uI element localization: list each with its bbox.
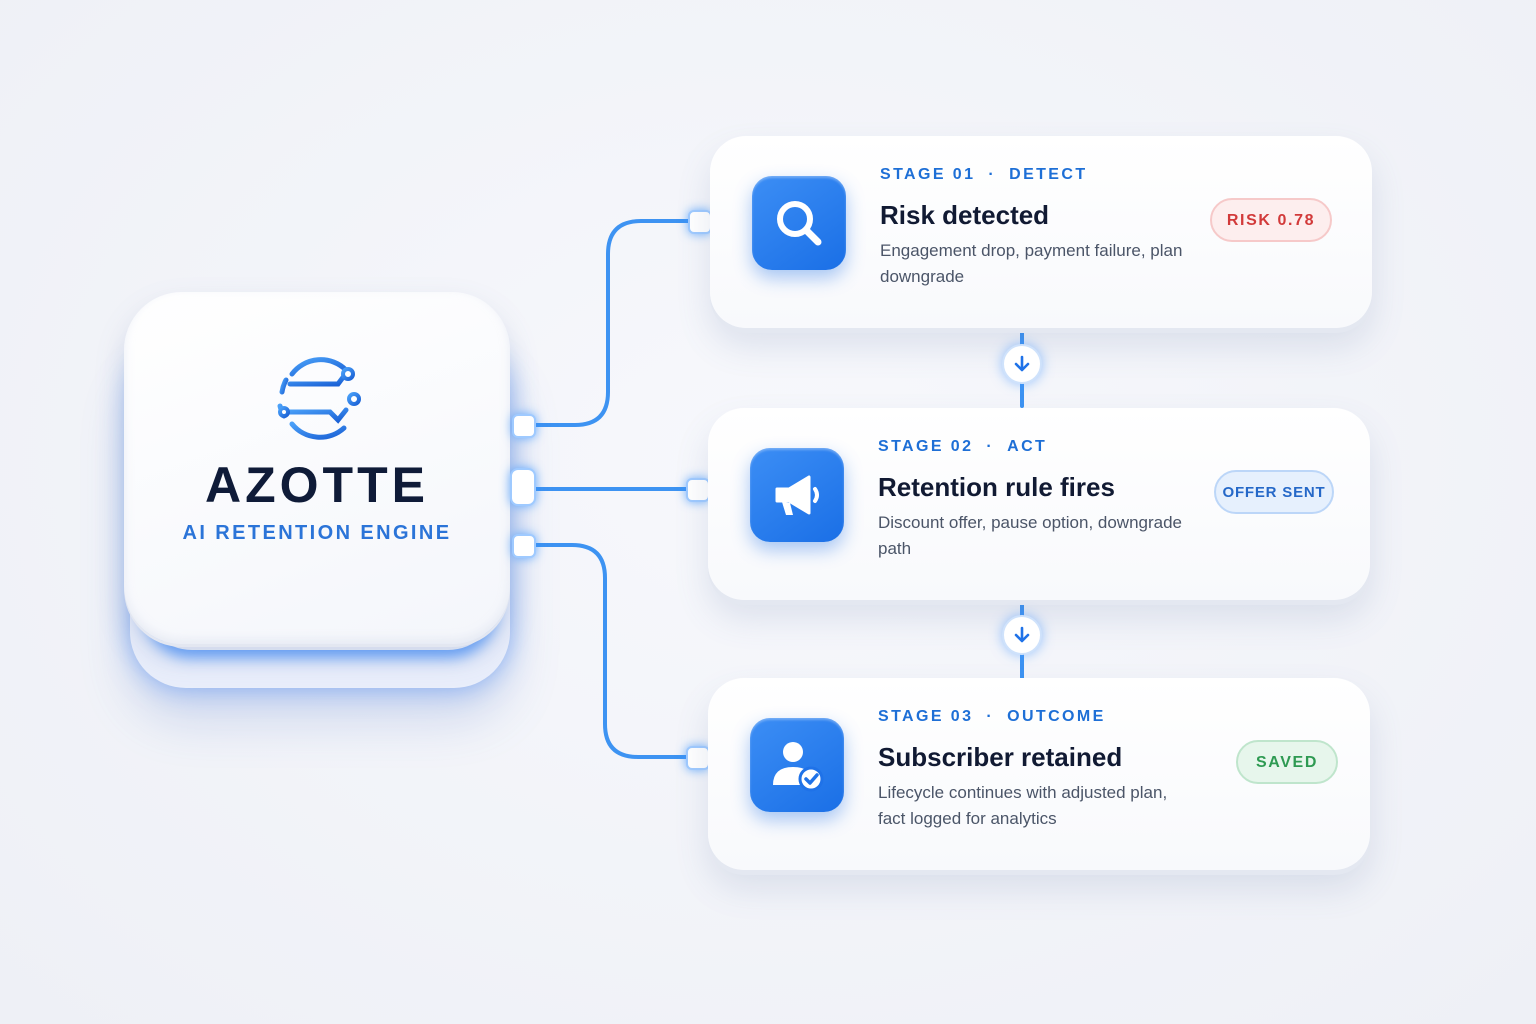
brand-tagline: AI RETENTION ENGINE xyxy=(182,522,452,544)
stage-01-port xyxy=(688,210,712,234)
stage-card-act[interactable]: STAGE 02 · ACT Retention rule fires Discou… xyxy=(708,408,1370,600)
stage-phase: DETECT xyxy=(1009,166,1088,183)
stage-title: Subscriber retained xyxy=(878,742,1123,772)
flow-connector-1 xyxy=(1002,344,1042,384)
stage-number: STAGE 01 xyxy=(880,166,976,183)
stage-separator: · xyxy=(986,708,995,725)
stage-title: Risk detected xyxy=(880,200,1050,230)
user-check-icon xyxy=(773,742,824,792)
stage-label: STAGE 03 · OUTCOME xyxy=(878,708,1106,726)
megaphone-icon xyxy=(775,475,819,515)
globe-circuit-icon xyxy=(277,357,361,440)
arrow-down-icon xyxy=(1014,626,1030,643)
flow-connector-2 xyxy=(1002,615,1042,655)
offer-sent-badge: OFFER SENT xyxy=(1214,470,1334,514)
stage-icon-tile xyxy=(750,718,844,812)
stage-card-outcome[interactable]: STAGE 03 · OUTCOME Subscriber retained Lif… xyxy=(708,678,1370,870)
brand-name: AZOTTE xyxy=(205,457,429,513)
stage-description: Discount offer, pause option, downgrade … xyxy=(878,513,1183,558)
wire-to-stage-03 xyxy=(530,543,702,759)
stage-description: Engagement drop, payment failure, plan d… xyxy=(880,241,1183,286)
stage-separator: · xyxy=(988,166,997,183)
stage-title: Retention rule fires xyxy=(878,472,1115,502)
stage-phase: OUTCOME xyxy=(1007,708,1106,725)
retention-engine-card[interactable]: AZOTTE AI RETENTION ENGINE xyxy=(124,292,510,644)
stage-03-port xyxy=(686,746,710,770)
stage-02-port xyxy=(686,478,710,502)
stage-label: STAGE 01 · DETECT xyxy=(880,166,1088,184)
stage-card-detect[interactable]: STAGE 01 · DETECT Risk detected Engagement… xyxy=(710,136,1372,328)
stage-phase: ACT xyxy=(1007,438,1048,455)
engine-port-bottom xyxy=(512,534,536,558)
engine-port-top xyxy=(512,414,536,438)
stage-icon-tile xyxy=(750,448,844,542)
engine-port-middle xyxy=(510,468,536,506)
stage-icon-tile xyxy=(752,176,846,270)
wire-to-stage-01 xyxy=(530,219,702,427)
stage-number: STAGE 03 xyxy=(878,708,974,725)
risk-score-badge: RISK 0.78 xyxy=(1210,198,1332,242)
saved-badge: SAVED xyxy=(1236,740,1338,784)
search-icon xyxy=(777,201,822,246)
stage-label: STAGE 02 · ACT xyxy=(878,438,1047,456)
stage-number: STAGE 02 xyxy=(878,438,974,455)
stage-separator: · xyxy=(986,438,995,455)
arrow-down-icon xyxy=(1014,355,1030,372)
stage-description: Lifecycle continues with adjusted plan, … xyxy=(878,783,1168,828)
